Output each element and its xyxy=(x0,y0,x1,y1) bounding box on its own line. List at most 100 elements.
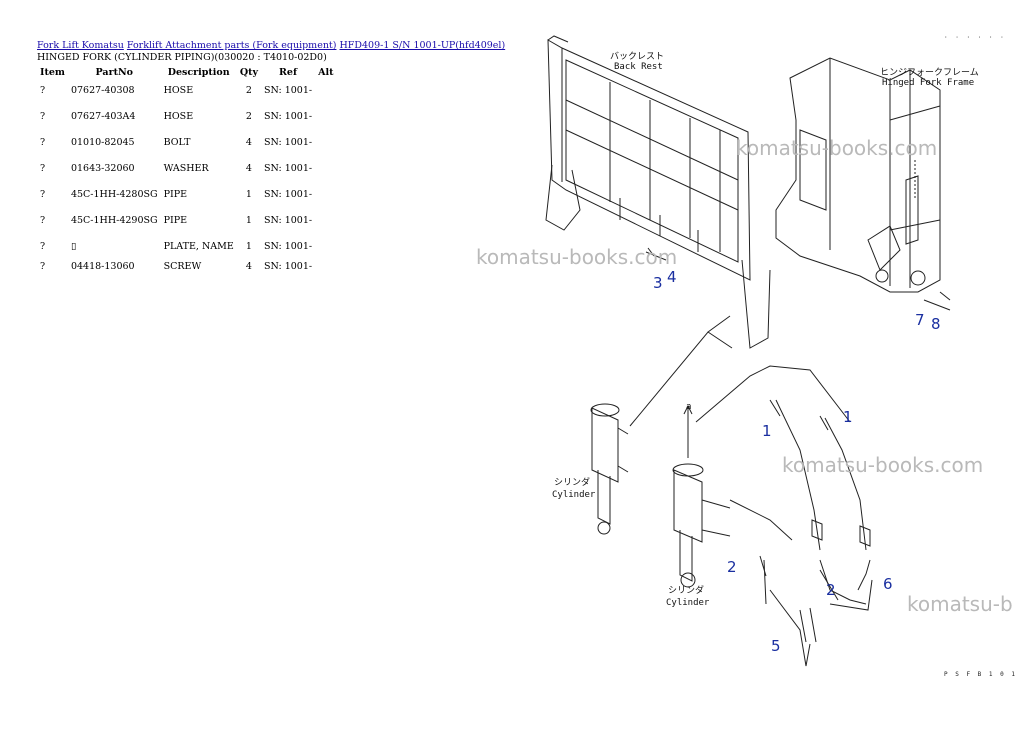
cylinder-right-drawing xyxy=(672,404,731,588)
label-back-rest-en: Back Rest xyxy=(614,62,663,72)
header-description: Description xyxy=(167,67,230,78)
watermark: komatsu-books.com xyxy=(476,245,678,269)
breadcrumb-link-fork-lift[interactable]: Fork Lift Komatsu xyxy=(37,40,124,51)
callout-2b: 2 xyxy=(826,581,836,599)
cell-partno: 01643-32060 xyxy=(70,163,135,174)
table-row: ? 07627-403A4 HOSE 2 SN: 1001- xyxy=(37,107,336,133)
cell-partno: 45C-1HH-4290SG xyxy=(70,215,158,226)
label-fork-frame-jp: ヒンジフォークフレーム xyxy=(880,68,979,78)
label-arrow-a: a xyxy=(686,402,692,412)
cell-qty: 1 xyxy=(245,241,252,252)
callout-4: 4 xyxy=(667,268,677,286)
cell-partno: ▯ xyxy=(70,241,77,252)
parts-table: Item PartNo Description Qty Ref Alt ? 07… xyxy=(37,64,336,277)
cell-ref: SN: 1001- xyxy=(264,163,313,174)
breadcrumb-link-attachment-parts[interactable]: Forklift Attachment parts (Fork equipmen… xyxy=(126,40,337,51)
label-cylinder-right-jp: シリンダ xyxy=(668,586,705,596)
callout-6: 6 xyxy=(883,575,893,593)
fork-frame-drawing xyxy=(775,57,941,293)
cell-description: PIPE xyxy=(163,215,188,226)
cell-description: SCREW xyxy=(163,261,202,272)
table-row: ? 45C-1HH-4280SG PIPE 1 SN: 1001- xyxy=(37,185,336,211)
cell-ref: SN: 1001- xyxy=(264,137,313,148)
cell-qty: 4 xyxy=(245,137,252,148)
cell-item: ? xyxy=(40,137,46,148)
cell-item: ? xyxy=(40,111,46,122)
watermark: komatsu-books.com xyxy=(782,453,984,477)
callout-5: 5 xyxy=(771,637,781,655)
cell-alt xyxy=(315,159,336,185)
page-title: HINGED FORK (CYLINDER PIPING)(030020 : T… xyxy=(37,52,327,63)
back-rest-drawing xyxy=(545,35,771,349)
table-row: ? 04418-13060 SCREW 4 SN: 1001- xyxy=(37,257,336,277)
cell-qty: 2 xyxy=(245,85,252,96)
label-cylinder-left-jp: シリンダ xyxy=(554,478,591,488)
cell-description: HOSE xyxy=(163,111,194,122)
cell-ref: SN: 1001- xyxy=(264,241,313,252)
cell-qty: 1 xyxy=(245,215,252,226)
callout-7: 7 xyxy=(915,311,925,329)
cell-ref: SN: 1001- xyxy=(264,189,313,200)
cell-alt xyxy=(315,185,336,211)
callout-2a: 2 xyxy=(727,558,737,576)
cell-item: ? xyxy=(40,85,46,96)
cell-item: ? xyxy=(40,261,46,272)
cell-qty: 4 xyxy=(245,261,252,272)
drawing-code-top: · · · · · · xyxy=(944,34,1006,41)
cell-alt xyxy=(315,211,336,237)
drawing-code-bottom: P S F B 1 0 1 xyxy=(944,671,1017,678)
cell-alt xyxy=(315,237,336,257)
header-partno: PartNo xyxy=(95,67,133,78)
cylinder-left-drawing xyxy=(590,403,629,535)
cell-description: BOLT xyxy=(163,137,191,148)
watermark: komatsu-b xyxy=(907,592,1013,616)
header-alt: Alt xyxy=(318,67,334,78)
cell-description: HOSE xyxy=(163,85,194,96)
label-cylinder-left-en: Cylinder xyxy=(552,490,596,500)
connection-lines xyxy=(629,315,851,601)
cell-ref: SN: 1001- xyxy=(264,215,313,226)
cell-ref: SN: 1001- xyxy=(264,261,313,272)
header-item: Item xyxy=(40,67,65,78)
pipe-drawing xyxy=(759,555,873,667)
cell-qty: 1 xyxy=(245,189,252,200)
cell-partno: 04418-13060 xyxy=(70,261,135,272)
table-row: ? 45C-1HH-4290SG PIPE 1 SN: 1001- xyxy=(37,211,336,237)
label-cylinder-right-en: Cylinder xyxy=(666,598,710,608)
cell-partno: 01010-82045 xyxy=(70,137,135,148)
parts-diagram: バックレスト Back Rest ヒンジフォークフレーム Hinged Fork… xyxy=(470,30,1024,725)
cell-alt xyxy=(315,81,336,107)
cell-partno: 45C-1HH-4280SG xyxy=(70,189,158,200)
hose-drawing xyxy=(769,399,871,551)
cell-alt xyxy=(315,257,336,277)
watermark: komatsu-books.com xyxy=(736,136,938,160)
cell-item: ? xyxy=(40,241,46,252)
callout-1a: 1 xyxy=(762,422,772,440)
cell-description: PIPE xyxy=(163,189,188,200)
callout-3: 3 xyxy=(653,274,663,292)
label-fork-frame-en: Hinged Fork Frame xyxy=(882,78,975,88)
cell-description: PLATE, NAME xyxy=(163,241,234,252)
breadcrumb: Fork Lift Komatsu Forklift Attachment pa… xyxy=(37,40,505,51)
header-qty: Qty xyxy=(239,67,258,78)
breadcrumb-link-model[interactable]: HFD409-1 S/N 1001-UP(hfd409el) xyxy=(339,40,506,51)
cell-ref: SN: 1001- xyxy=(264,85,313,96)
cell-description: WASHER xyxy=(163,163,209,174)
cell-alt xyxy=(315,107,336,133)
cell-item: ? xyxy=(40,215,46,226)
cell-ref: SN: 1001- xyxy=(264,111,313,122)
table-row: ? 07627-40308 HOSE 2 SN: 1001- xyxy=(37,81,336,107)
table-header-row: Item PartNo Description Qty Ref Alt xyxy=(37,64,336,81)
bolt-drawing xyxy=(645,247,951,311)
cell-qty: 4 xyxy=(245,163,252,174)
table-row: ? 01010-82045 BOLT 4 SN: 1001- xyxy=(37,133,336,159)
header-ref: Ref xyxy=(279,67,298,78)
callout-1b: 1 xyxy=(843,408,853,426)
exploded-view-drawing xyxy=(545,35,951,667)
cell-item: ? xyxy=(40,163,46,174)
callout-8: 8 xyxy=(931,315,941,333)
table-row: ? 01643-32060 WASHER 4 SN: 1001- xyxy=(37,159,336,185)
cell-qty: 2 xyxy=(245,111,252,122)
cell-alt xyxy=(315,133,336,159)
table-row: ? ▯ PLATE, NAME 1 SN: 1001- xyxy=(37,237,336,257)
